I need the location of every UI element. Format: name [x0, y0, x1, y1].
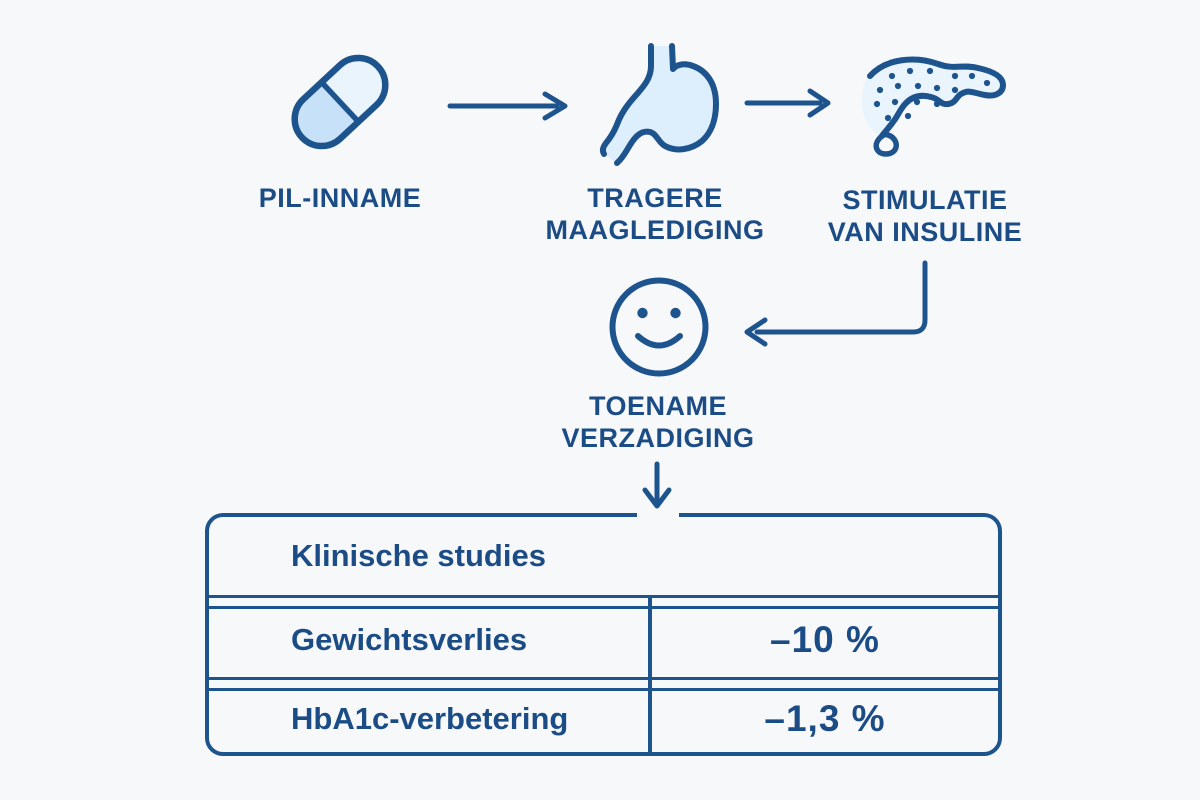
pill-icon [291, 54, 389, 150]
table-divider-2 [209, 677, 998, 691]
table-row-value: –1,3 % [764, 698, 886, 739]
step-label-toename-verzadiging: TOENAME VERZADIGING [561, 391, 755, 453]
table-row-label: HbA1c-verbetering [291, 701, 569, 736]
stomach-icon [599, 43, 719, 166]
step-label-tragere-maaglediging: TRAGERE MAAGLEDIGING [545, 183, 765, 245]
table-divider-1 [209, 595, 998, 609]
clinical-studies-table: Klinische studies Gewichtsverlies –10 % … [205, 512, 1002, 756]
flow-arrow-2 [744, 88, 831, 118]
flow-arrow-elbow [744, 260, 928, 347]
table-row-value: –10 % [770, 619, 880, 660]
table-title: Klinische studies [291, 538, 546, 573]
pancreas-icon [862, 56, 1006, 157]
table-column-divider [648, 597, 652, 752]
step1-label-text: PIL-INNAME [258, 183, 422, 213]
step-label-pil-inname: PIL-INNAME [210, 182, 470, 214]
smiley-icon [609, 277, 709, 377]
flow-arrow-1 [447, 91, 568, 121]
table-row-label: Gewichtsverlies [291, 622, 528, 657]
step-label-stimulatie-van-insuline: STIMULATIE VAN INSULINE [827, 185, 1023, 247]
flow-arrow-down [642, 461, 672, 509]
table-border-gap [637, 512, 679, 518]
